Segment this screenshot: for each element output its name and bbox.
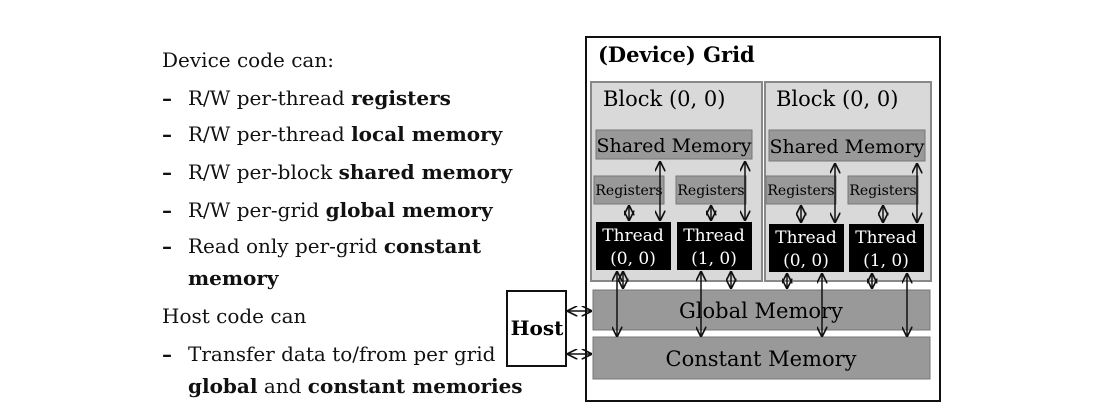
dash: – [162,122,172,146]
shared-memory-label: Shared Memory [769,136,924,158]
registers-label: Registers [849,183,916,199]
bullet-host-transfer: – Transfer data to/from per grid global … [162,342,562,402]
bullet-global-memory: – R/W per-grid global memory [162,198,562,222]
registers-box [675,175,747,205]
bullet-constant-memory: – Read only per-grid constant memory [162,234,562,294]
thread-box [677,222,752,270]
thread-box [849,224,924,272]
global-memory-box [592,289,931,331]
bullet-text: R/W per-grid [188,198,326,222]
registers-label: Registers [677,183,744,199]
bullet-registers: – R/W per-thread registers [162,86,562,110]
thread-index: (0, 0) [610,249,656,269]
registers-box [593,175,665,205]
device-code-heading: Device code can: [162,48,334,72]
bullet-text: and [257,374,308,398]
dash: – [162,234,172,258]
thread-label: Thread [683,226,745,246]
host-code-heading: Host code can [162,304,307,328]
registers-label: Registers [595,183,662,199]
block-title: Block (0, 0) [603,87,725,111]
registers-box [847,175,919,205]
thread-index: (0, 0) [783,251,829,271]
bullet-text: R/W per-block [188,160,339,184]
bullet-bold: shared memory [338,160,513,184]
dash: – [162,342,172,366]
bullet-shared-memory: – R/W per-block shared memory [162,160,562,184]
shared-memory-box [768,129,926,162]
bullet-bold: constant [383,234,482,258]
bullet-bold: global memory [325,198,493,222]
bullet-bold: local memory [351,122,503,146]
bullet-bold: constant memories [307,374,523,398]
bullet-text: R/W per-thread [188,122,352,146]
bullet-text: R/W per-thread [188,86,352,110]
registers-label: Registers [767,183,834,199]
thread-label: Thread [602,226,664,246]
host-box [506,290,567,367]
host-label: Host [511,316,564,340]
thread-label: Thread [855,228,917,248]
registers-box [765,175,837,205]
bullet-text: Read only per-grid [188,234,384,258]
constant-memory-box [592,336,931,380]
device-grid-title: (Device) Grid [598,42,755,67]
shared-memory-label: Shared Memory [596,135,751,157]
shared-memory-box [595,129,753,160]
dash: – [162,160,172,184]
thread-box [769,224,844,272]
bullet-bold: global [188,374,258,398]
block-title: Block (0, 0) [776,87,898,111]
bullet-local-memory: – R/W per-thread local memory [162,122,562,146]
dash: – [162,86,172,110]
bullet-bold: registers [351,86,451,110]
thread-label: Thread [775,228,837,248]
bullet-bold-line2: memory [188,266,279,290]
dash: – [162,198,172,222]
thread-index: (1, 0) [863,251,909,271]
thread-box [596,222,671,270]
thread-index: (1, 0) [691,249,737,269]
connector-arrows [568,162,917,354]
bullet-text: Transfer data to/from per grid [188,342,496,366]
global-memory-label: Global Memory [679,299,843,323]
constant-memory-label: Constant Memory [666,347,857,371]
